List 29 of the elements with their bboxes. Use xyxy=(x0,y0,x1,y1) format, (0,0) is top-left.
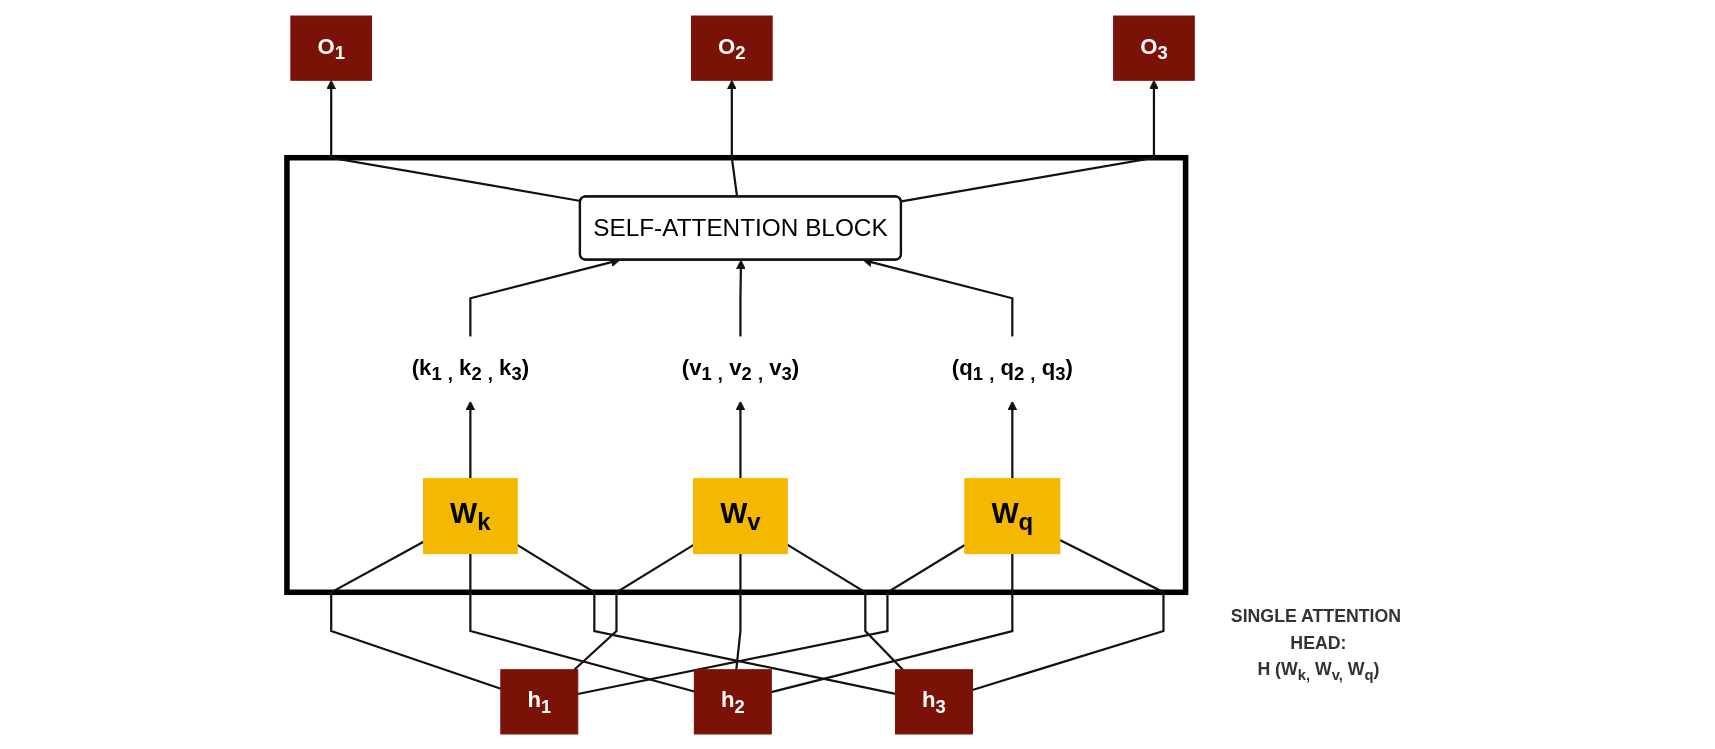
connector xyxy=(329,540,501,690)
node-box: W$_{v}$ xyxy=(692,477,788,554)
node-box: h$_{3}$ xyxy=(894,668,973,734)
node-box: O$_{2}$ xyxy=(690,15,773,81)
connector xyxy=(786,543,904,671)
node-box: W$_{k}$ xyxy=(422,477,518,554)
arrow xyxy=(325,79,581,202)
arrow xyxy=(735,259,746,337)
node-box: W$_{q}$ xyxy=(963,477,1060,554)
node-box: O$_{1}$ xyxy=(289,15,372,81)
cluster xyxy=(283,154,1188,595)
arrow xyxy=(465,400,475,479)
arrow xyxy=(1006,400,1017,479)
connector xyxy=(577,543,965,695)
node-text: (v$_{1}$ $_{,}$ v$_{2}$ $_{,}$ v$_{3}$) xyxy=(681,354,799,385)
connector xyxy=(573,543,694,671)
arrow xyxy=(735,400,745,479)
connector xyxy=(971,538,1165,691)
node-text: (k$_{1}$ $_{,}$ k$_{2}$ $_{,}$ k$_{3}$) xyxy=(411,354,529,385)
node-box: O$_{3}$ xyxy=(1112,15,1195,81)
arrow xyxy=(900,79,1159,202)
node-label: H (W$_{k,}$ W$_{v,}$ W$_{q}$) xyxy=(1256,659,1379,683)
connector xyxy=(734,553,742,670)
connector xyxy=(770,553,1013,693)
node-box: h$_{1}$ xyxy=(499,668,578,734)
node-box: h$_{2}$ xyxy=(693,668,772,734)
node-text: (q$_{1}$ $_{,}$ q$_{2}$ $_{,}$ q$_{3}$) xyxy=(951,354,1073,385)
node-label: SINGLE ATTENTION HEAD: xyxy=(1230,606,1401,652)
connector xyxy=(516,543,896,695)
